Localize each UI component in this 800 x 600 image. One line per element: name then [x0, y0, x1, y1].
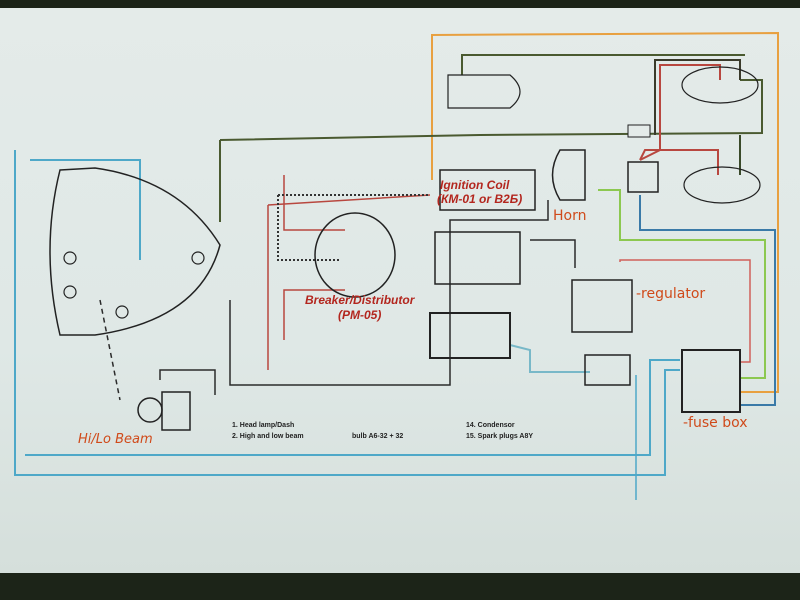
legend-item: 15. Spark plugs A8Y: [466, 433, 534, 440]
wire-black-gen: [530, 239, 576, 268]
tail-lamp-upper: [681, 66, 759, 104]
hi-lo-beam-label: Hi/Lo Beam: [78, 432, 153, 447]
wire-blue-outer: [14, 150, 680, 476]
wire-red-regulator: [619, 259, 751, 363]
wire-dark-green-2: [654, 59, 741, 135]
battery-switch-block: [429, 312, 511, 359]
wire-red-dist: [267, 194, 431, 370]
fuse-box-label: -fuse box: [683, 415, 748, 431]
wire-dotted: [277, 194, 430, 261]
wire-red-tail: [639, 64, 721, 161]
wire-blue-brake: [639, 195, 776, 406]
wire-red-plug-top: [283, 175, 345, 231]
distributor-sublabel: (PM-05): [338, 308, 382, 322]
horn-shape: [551, 149, 586, 201]
front-lamp: [447, 74, 521, 109]
wire-black-1: [229, 200, 549, 386]
wire-blue-switch: [509, 344, 590, 373]
relay-switch: [584, 354, 631, 386]
wire-green: [598, 189, 766, 379]
distributor-body: [314, 212, 396, 298]
fuse-box-outline: [681, 349, 741, 413]
hi-lo-switch: [137, 397, 163, 423]
legend-item: 2. High and low beam: [232, 433, 304, 440]
legend-item: bulb A6-32 + 32: [352, 433, 404, 440]
tail-lamp-lower: [683, 166, 761, 204]
wire-red-brake: [639, 149, 719, 175]
wire-orange: [431, 31, 779, 393]
headlamp-outline: [49, 167, 221, 336]
regulator-label: -regulator: [636, 286, 706, 302]
brake-switch-box: [627, 161, 659, 193]
distributor-label: Breaker/Distributor: [305, 293, 415, 307]
wire-black-2: [159, 369, 216, 395]
ignition-coil-label: Ignition Coil: [440, 178, 510, 192]
legend-item: 14. Condensor: [466, 422, 515, 429]
legend-item: 1. Head lamp/Dash: [232, 422, 295, 429]
generator-body: [434, 231, 521, 285]
ignition-coil-box: [439, 169, 536, 211]
wire-dark-green-3: [461, 54, 745, 75]
ignition-coil-sublabel: (КМ-01 or B2Б): [437, 192, 523, 206]
horn-label: Horn: [553, 208, 587, 224]
wire-blue-inner: [30, 159, 141, 260]
wire-dark-green-bus: [219, 79, 763, 222]
wire-blue-2: [25, 359, 680, 456]
wire-dash-beam: [99, 299, 121, 401]
wire-red-plug-bot: [283, 289, 345, 340]
hi-lo-body: [161, 391, 191, 431]
connector-block: [627, 124, 651, 138]
diagram-paper: [0, 8, 800, 573]
regulator-box: [571, 279, 633, 333]
